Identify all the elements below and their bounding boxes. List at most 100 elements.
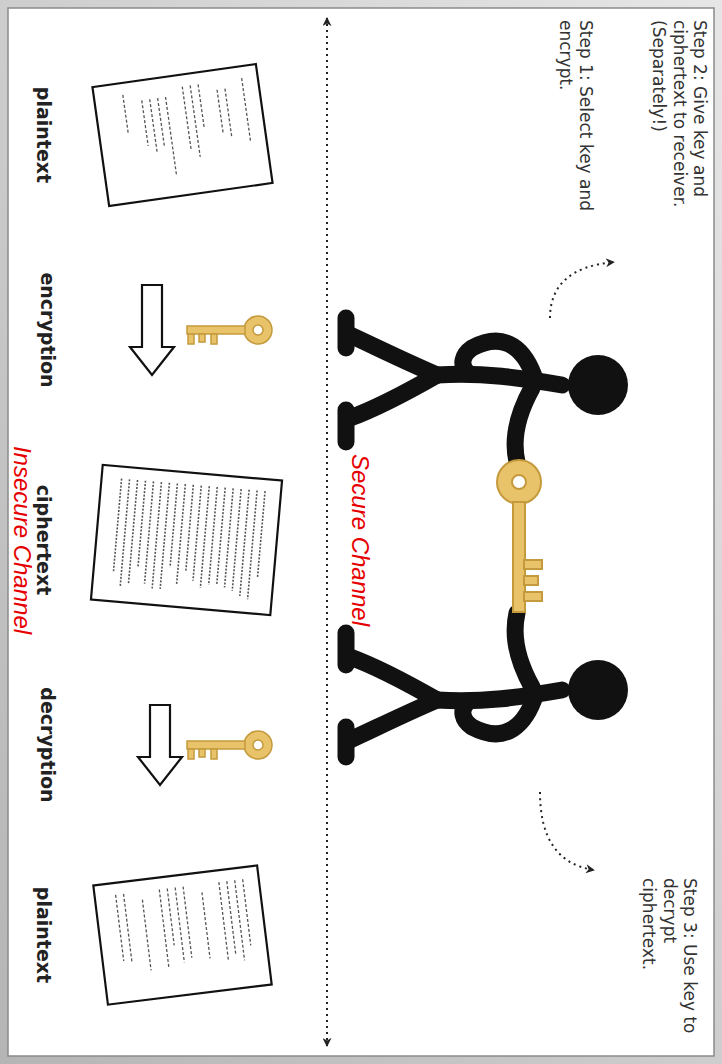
block-arrow bbox=[138, 705, 182, 785]
scribbled-line bbox=[235, 880, 245, 960]
scribbled-line bbox=[145, 481, 154, 583]
sender-figure-part bbox=[350, 375, 437, 418]
scribbled-line bbox=[186, 485, 194, 571]
scribbled-line bbox=[116, 895, 124, 961]
document-label: plaintext bbox=[33, 830, 55, 1040]
scribbled-line bbox=[142, 900, 151, 971]
encryption-key bbox=[187, 316, 272, 344]
step-pointer-part bbox=[540, 792, 594, 870]
document-icon bbox=[65, 30, 304, 240]
sender-figure-part bbox=[568, 355, 628, 415]
scribbled-line bbox=[202, 892, 210, 958]
document-outline bbox=[92, 64, 272, 206]
scribbled-line bbox=[124, 894, 132, 962]
sender-figure-part bbox=[350, 335, 437, 375]
scribbled-line bbox=[128, 480, 137, 584]
process-label: decryption bbox=[37, 655, 59, 835]
encryption-key-part bbox=[244, 316, 272, 344]
document-node: plaintext bbox=[29, 830, 304, 1040]
document-sheet bbox=[92, 64, 272, 206]
scribbled-line bbox=[225, 89, 232, 136]
document-icon bbox=[65, 830, 304, 1040]
sender-figure-part bbox=[515, 388, 532, 462]
encryption-key-part bbox=[199, 334, 205, 342]
step-pointer-part bbox=[550, 262, 614, 318]
scribbled-line bbox=[123, 95, 128, 134]
scribbled-line bbox=[167, 889, 174, 946]
scribbled-line bbox=[200, 486, 209, 588]
decryption-key-part bbox=[188, 749, 194, 759]
receiver-figure-part bbox=[350, 700, 437, 740]
receiver-figure-part bbox=[338, 727, 355, 757]
shared-key-part bbox=[524, 576, 538, 585]
step-note: Step 3: Use key to decrypt ciphertext. bbox=[639, 878, 700, 1040]
page-frame-part bbox=[8, 8, 714, 1056]
scribbled-line bbox=[193, 486, 201, 581]
channel-divider bbox=[327, 18, 328, 1046]
decryption-key-part bbox=[211, 749, 217, 759]
document-node: plaintext bbox=[29, 30, 304, 240]
encryption-key-part bbox=[211, 334, 217, 344]
scribbled-line bbox=[142, 100, 148, 145]
decryption-key-part bbox=[187, 741, 245, 749]
receiver-figure-part bbox=[515, 613, 532, 687]
document-sheet bbox=[93, 865, 271, 1004]
document-icon bbox=[65, 420, 312, 660]
shared-key bbox=[497, 460, 542, 612]
scribbled-line bbox=[114, 479, 122, 572]
channel-label: Insecure Channel bbox=[7, 390, 36, 690]
scribbled-line bbox=[217, 90, 223, 134]
scribbled-line bbox=[138, 481, 146, 567]
scribbled-line bbox=[240, 490, 249, 596]
scribbled-line bbox=[243, 879, 251, 945]
scribbled-line bbox=[150, 99, 158, 153]
scribbled-line bbox=[175, 888, 184, 963]
scribbled-line bbox=[177, 484, 186, 584]
step-note: Step 1: Select key and encrypt. bbox=[555, 20, 596, 265]
sender-figure-part bbox=[338, 410, 355, 442]
document-outline bbox=[91, 465, 282, 615]
sender-figure-part bbox=[338, 318, 355, 348]
scribbled-line bbox=[152, 482, 161, 588]
document-sheet bbox=[91, 465, 282, 615]
scribbled-line bbox=[160, 483, 169, 589]
scribbled-line bbox=[190, 85, 200, 156]
encryption-key-part bbox=[188, 334, 194, 344]
scribbled-line bbox=[219, 882, 229, 961]
scribbled-line bbox=[257, 491, 265, 577]
scribbled-line bbox=[232, 489, 241, 591]
encryption-key-part bbox=[187, 326, 245, 334]
scribbled-line bbox=[166, 97, 177, 176]
shared-key-part bbox=[524, 560, 542, 569]
decryption-key-part bbox=[244, 731, 272, 759]
document-outline bbox=[93, 865, 271, 1004]
scribbled-line bbox=[170, 483, 177, 567]
process-label: encryption bbox=[37, 240, 59, 420]
decryption-key bbox=[187, 731, 272, 759]
shared-key-part bbox=[497, 460, 541, 504]
scribbled-line bbox=[242, 78, 251, 142]
receiver-figure bbox=[346, 613, 628, 757]
sender-figure bbox=[346, 318, 628, 462]
scribbled-line bbox=[227, 881, 236, 954]
step-pointer bbox=[540, 262, 614, 870]
scribbled-line bbox=[217, 488, 226, 585]
step-note: Step 2: Give key and ciphertext to recei… bbox=[649, 20, 710, 265]
channel-label: Secure Channel bbox=[345, 390, 374, 690]
receiver-figure-part bbox=[338, 633, 355, 665]
sender-figure-part bbox=[463, 341, 536, 382]
scribbled-line bbox=[158, 98, 165, 145]
receiver-figure-part bbox=[568, 660, 628, 720]
channel-divider-part bbox=[326, 18, 328, 1046]
scribbled-line bbox=[183, 887, 192, 958]
receiver-figure-part bbox=[463, 693, 536, 734]
scribbled-line bbox=[248, 490, 258, 599]
scribbled-line bbox=[225, 488, 234, 587]
document-label: ciphertext bbox=[33, 420, 55, 660]
shared-key-part bbox=[524, 592, 542, 601]
document-label: plaintext bbox=[33, 30, 55, 240]
document-node: ciphertext bbox=[29, 420, 312, 660]
scribbled-line bbox=[159, 889, 169, 968]
